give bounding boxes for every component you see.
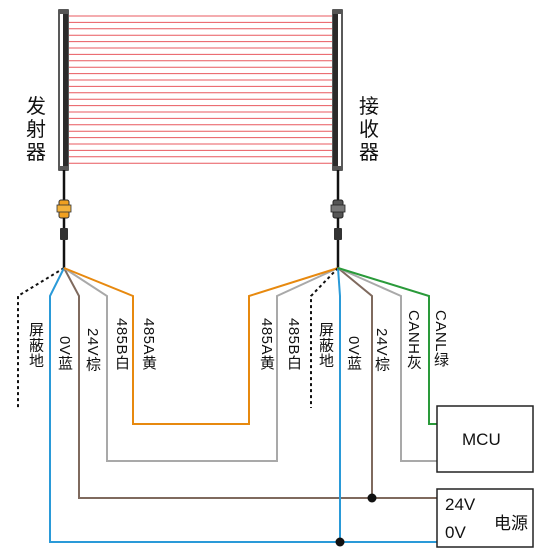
right-wires [310,267,437,543]
right-24v-label: 24V棕 [373,328,390,372]
right-485a-label: 485A黄 [258,318,275,371]
power-box [436,488,534,548]
right-canl-label: CANL绿 [432,310,449,368]
right-green-wire [337,267,437,425]
power-0v-label: 0V [445,523,466,542]
mcu-box [436,405,534,473]
right-485b-label: 485B白 [285,318,302,371]
transmitter-label: 发射器 [26,96,46,164]
receiver-cable [330,170,346,268]
right-canh-label: CANH灰 [405,310,422,371]
transmitter-cable [56,170,72,268]
junction-dot-0v [335,537,345,547]
left-24v-label: 24V棕 [84,328,101,372]
left-shield-label: 屏蔽地 [27,322,44,369]
light-beams [69,15,332,164]
right-shield-wire [310,267,339,408]
receiver-bar [332,9,343,171]
left-white-wire [63,267,339,462]
left-485b-label: 485B白 [113,318,130,371]
receiver-label: 接收器 [359,96,379,164]
power-label: 电源 [494,514,528,533]
left-brown-wire [63,267,372,499]
left-wires [17,267,372,543]
left-485a-label: 485A黄 [140,318,157,371]
mcu-label: MCU [462,430,501,449]
right-gray-wire [337,267,437,462]
left-0v-label: 0V蓝 [56,336,73,371]
right-brown-wire [337,267,437,499]
left-blue-wire [49,267,340,543]
right-0v-label: 0V蓝 [345,336,362,371]
transmitter-bar [58,9,69,171]
left-shield-wire [17,267,65,408]
right-blue-wire [337,267,437,543]
junction-dot-24v [367,493,377,503]
right-shield-label: 屏蔽地 [317,322,334,369]
power-24v-label: 24V [445,495,476,514]
left-orange-wire [63,267,339,425]
